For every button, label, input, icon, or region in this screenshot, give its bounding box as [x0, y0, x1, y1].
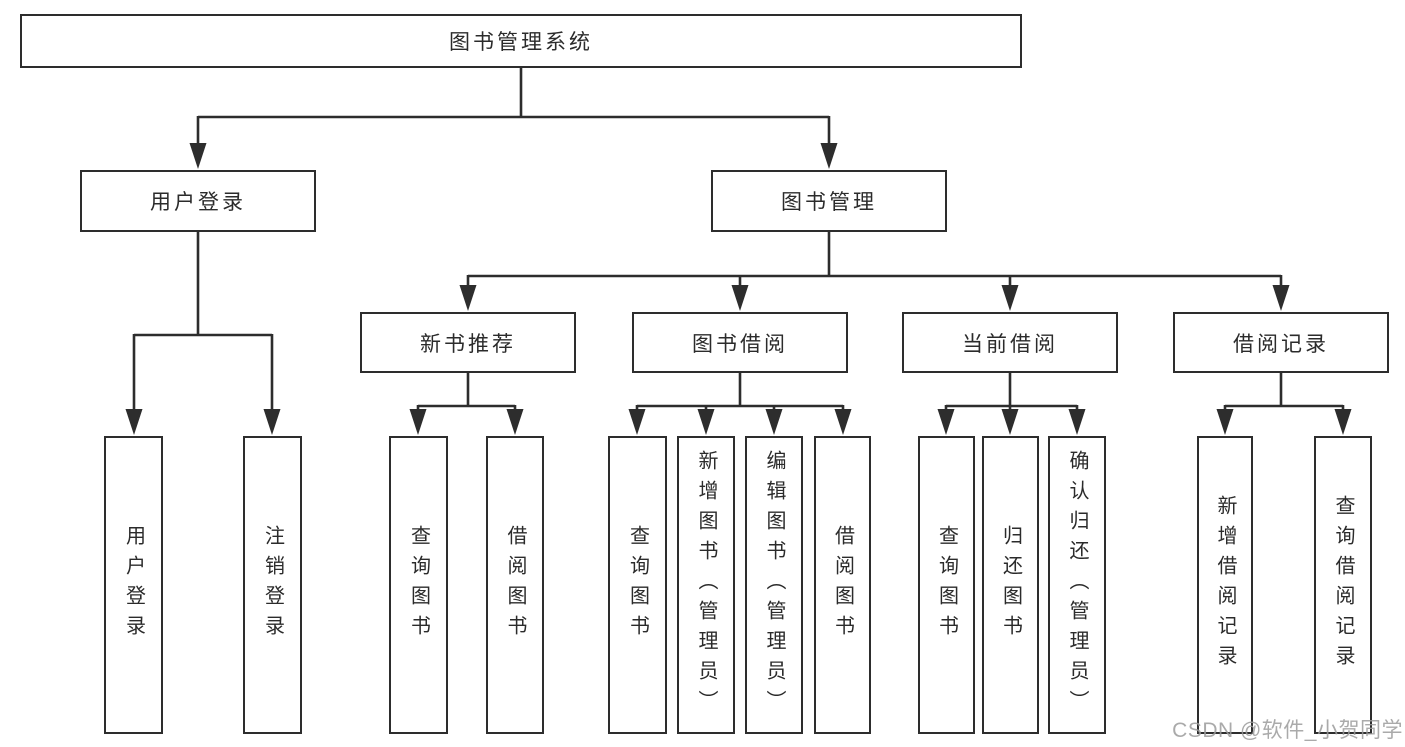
- node-label: 查询借阅记录: [1332, 495, 1354, 675]
- node-label: 图书管理系统: [449, 31, 593, 54]
- node-label: 新书推荐: [420, 332, 516, 356]
- node-label: 编辑图书（管理员）: [763, 450, 785, 720]
- node-label: 借阅图书: [504, 525, 526, 645]
- node-label: 当前借阅: [962, 332, 1058, 356]
- leaf-query-borrow-record: 查询借阅记录: [1314, 436, 1372, 734]
- node-book-management: 图书管理: [711, 170, 947, 232]
- node-label: 归还图书: [999, 525, 1022, 645]
- node-label: 查询图书: [626, 525, 649, 645]
- leaf-edit-book-admin: 编辑图书（管理员）: [745, 436, 803, 734]
- leaf-borrow-borrow-book: 借阅图书: [814, 436, 871, 734]
- leaf-return-book: 归还图书: [982, 436, 1039, 734]
- node-label: 图书借阅: [692, 332, 788, 356]
- leaf-confirm-return-admin: 确认归还（管理员）: [1048, 436, 1106, 734]
- leaf-logout: 注销登录: [243, 436, 302, 734]
- node-label: 查询图书: [407, 525, 430, 645]
- node-label: 用户登录: [150, 191, 246, 214]
- node-label: 注销登录: [261, 525, 284, 645]
- node-new-book-recommend: 新书推荐: [360, 312, 576, 373]
- leaf-current-query-book: 查询图书: [918, 436, 975, 734]
- leaf-user-login: 用户登录: [104, 436, 163, 734]
- node-label: 查询图书: [935, 525, 958, 645]
- csdn-watermark: CSDN @软件_小贺同学: [1172, 719, 1403, 742]
- leaf-recommend-query-book: 查询图书: [389, 436, 448, 734]
- node-label: 确认归还（管理员）: [1066, 450, 1088, 720]
- node-book-borrow: 图书借阅: [632, 312, 848, 373]
- node-label: 新增借阅记录: [1214, 495, 1236, 675]
- leaf-recommend-borrow-book: 借阅图书: [486, 436, 544, 734]
- leaf-borrow-query-book: 查询图书: [608, 436, 667, 734]
- node-label: 新增图书（管理员）: [695, 450, 717, 720]
- node-borrow-record: 借阅记录: [1173, 312, 1389, 373]
- node-label: 借阅图书: [831, 525, 854, 645]
- node-label: 用户登录: [122, 525, 145, 645]
- node-library-management-system: 图书管理系统: [20, 14, 1022, 68]
- node-label: 借阅记录: [1233, 332, 1329, 356]
- leaf-add-borrow-record: 新增借阅记录: [1197, 436, 1253, 734]
- leaf-add-book-admin: 新增图书（管理员）: [677, 436, 735, 734]
- node-label: 图书管理: [781, 191, 877, 214]
- node-user-login: 用户登录: [80, 170, 316, 232]
- arrowheads: [125, 143, 1352, 435]
- node-current-borrow: 当前借阅: [902, 312, 1118, 373]
